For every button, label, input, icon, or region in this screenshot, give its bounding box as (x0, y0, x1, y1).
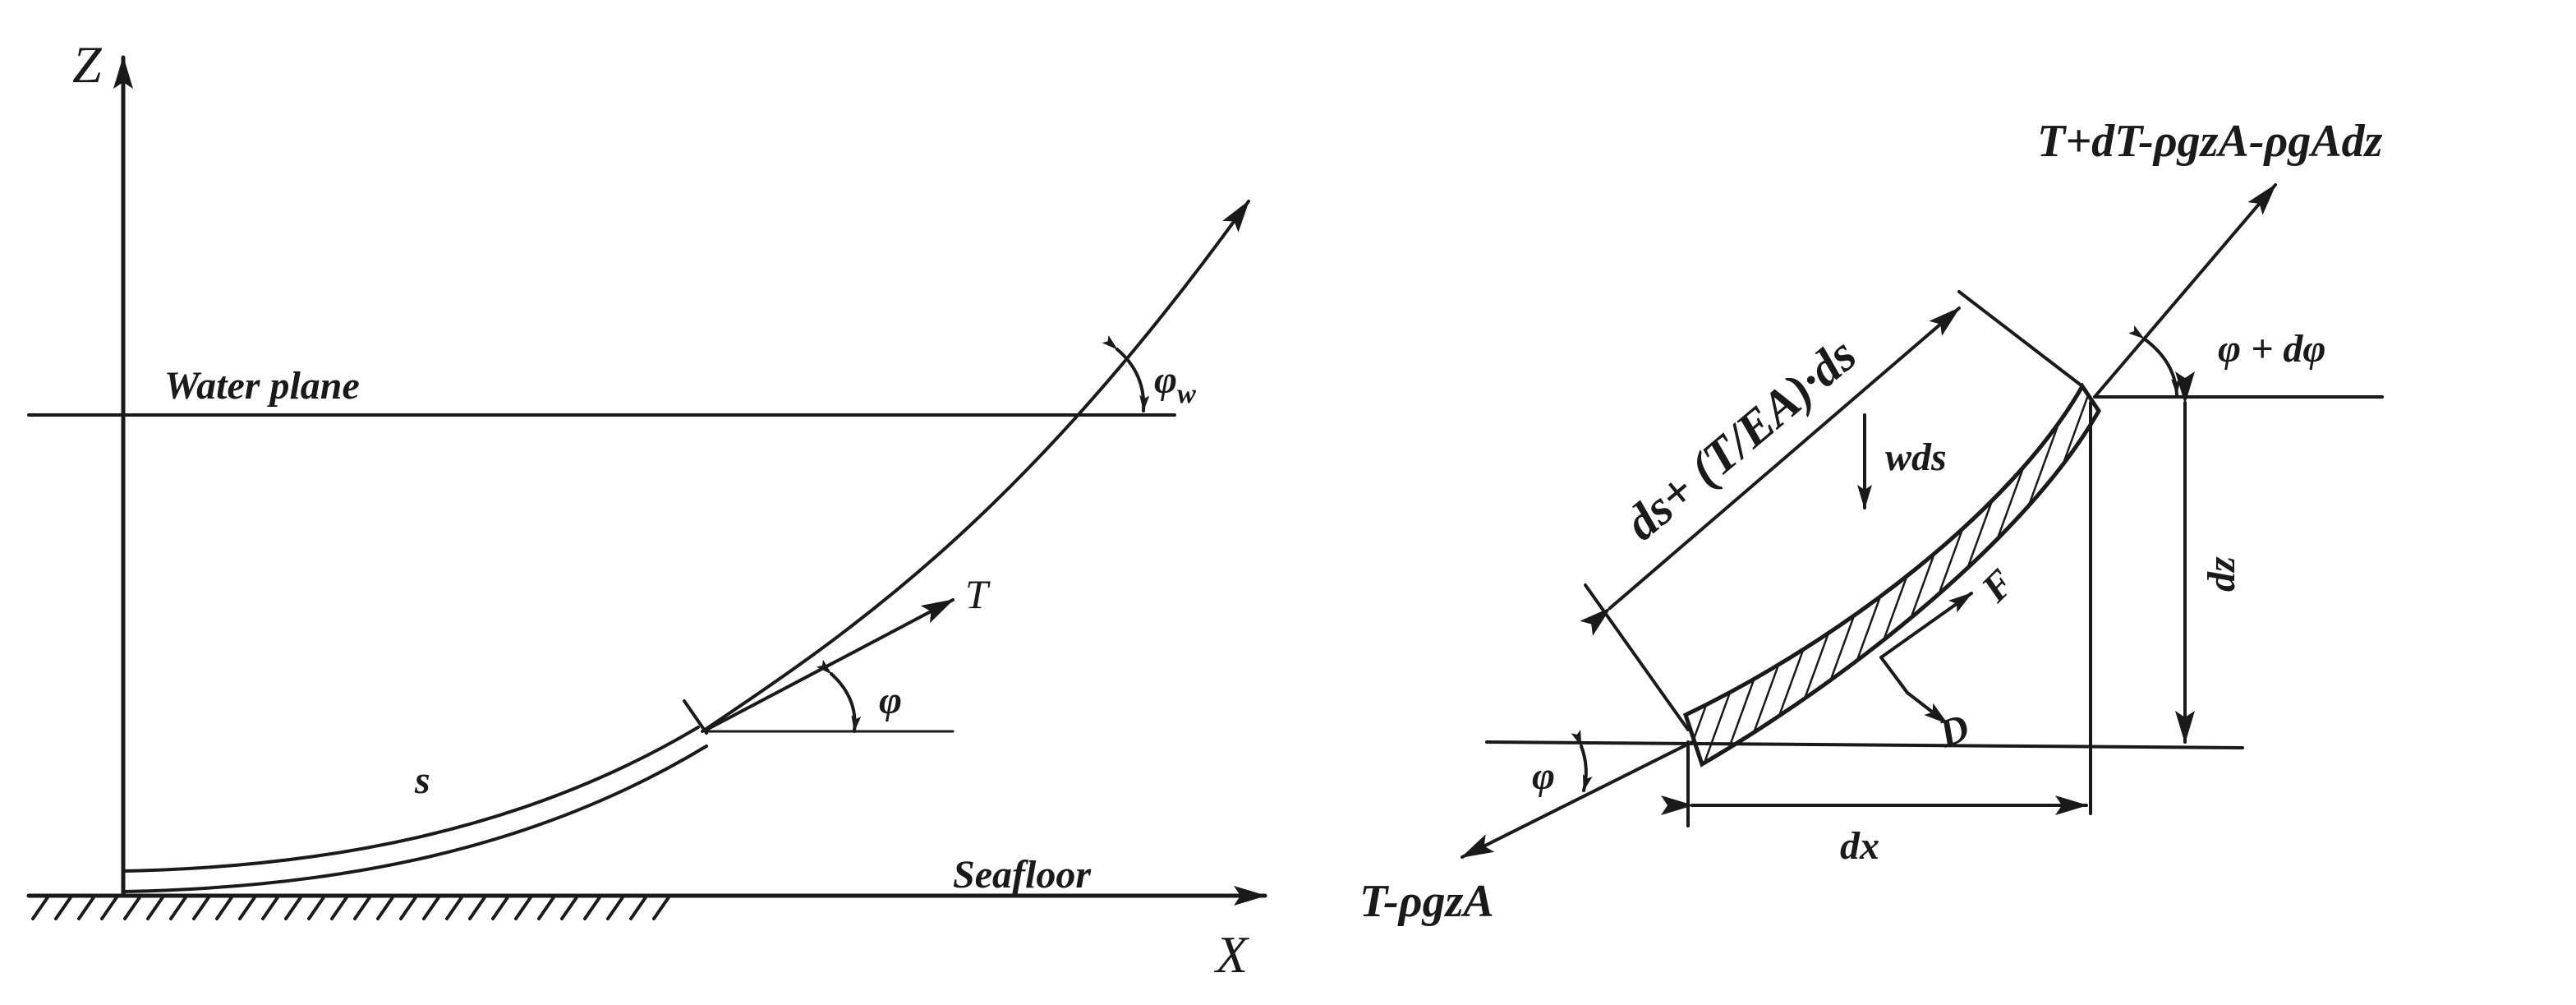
top-force-label: T+dT-ρgzA-ρgAdz (2037, 116, 2383, 167)
water-plane-label: Water plane (164, 364, 360, 408)
seafloor-hatch-mark (422, 896, 440, 920)
weight-label: wds (1885, 436, 1947, 479)
seafloor-hatch-mark (468, 896, 486, 920)
seafloor-hatch-mark (353, 896, 371, 920)
phi-angle-label: φ (879, 679, 902, 722)
seafloor-hatch-mark (491, 896, 509, 920)
seafloor-hatch-mark (307, 896, 325, 920)
seafloor-hatch-mark (261, 896, 279, 920)
top-angle-arc (2128, 325, 2182, 396)
seafloor-hatch-mark (54, 896, 72, 920)
seafloor-hatch-mark (192, 896, 210, 920)
seafloor-hatch-mark (606, 896, 624, 920)
seafloor-hatch-mark (77, 896, 95, 920)
bottom-angle-arc (1571, 730, 1593, 792)
arc-length-label: s (414, 758, 430, 802)
seafloor-hatch-mark (560, 896, 578, 920)
seafloor-hatch-mark (514, 896, 532, 920)
segment-boundary-tick (683, 699, 708, 735)
seafloor-hatch-mark (100, 896, 118, 920)
stretched-length-dimension (1580, 307, 1961, 636)
drag-force-label: D (1933, 706, 1976, 757)
phi-w-angle-label: φw (1154, 358, 1196, 409)
tension-label: T (965, 571, 991, 617)
seafloor-hatch-mark (238, 896, 256, 920)
seafloor-hatch-mark (376, 896, 394, 920)
stretched-length-label: ds+ (T/EA)·ds (1615, 327, 1866, 551)
tension-vector (705, 598, 954, 731)
seafloor-hatching (31, 896, 670, 920)
tangential-force-vector (1879, 592, 1973, 659)
left-diagram: Z Water plane X Seafloor s T φ φw (26, 35, 1267, 984)
mooring-line-upper-edge (122, 745, 708, 893)
phi-angle-arc (816, 659, 862, 733)
seafloor-hatch-mark (330, 896, 348, 920)
seafloor-hatch-mark (399, 896, 417, 920)
seafloor-label: Seafloor (953, 853, 1092, 897)
top-angle-label: φ + dφ (2218, 327, 2326, 371)
seafloor-hatch-mark (284, 896, 302, 920)
seafloor-hatch-mark (629, 896, 647, 920)
drag-force-vector (1879, 656, 1948, 725)
phi-w-angle-arc (1102, 335, 1150, 413)
stretched-length-ext-top (1957, 290, 2084, 388)
z-axis-label: Z (72, 35, 103, 94)
mooring-line-upper (701, 200, 1250, 733)
x-axis-label: X (1213, 925, 1250, 984)
seafloor-hatch-mark (445, 896, 463, 920)
right-diagram: T+dT-ρgzA-ρgAdz T-ρgzA ds+ (T/EA)·ds wds… (1359, 116, 2384, 927)
seafloor-hatch-mark (537, 896, 555, 920)
phi-w-symbol: φ (1154, 358, 1177, 402)
seafloor-hatch-mark (169, 896, 187, 920)
bottom-force-vector (1460, 740, 1694, 859)
seafloor-hatch-mark (31, 896, 49, 920)
stretched-length-ext-bottom (1584, 583, 1690, 731)
seafloor-hatch-mark (123, 896, 141, 920)
bottom-force-label: T-ρgzA (1359, 876, 1494, 927)
dz-label: dz (2200, 556, 2243, 592)
dx-label: dx (1840, 824, 1879, 868)
seafloor-hatch-mark (215, 896, 233, 920)
phi-w-subscript: w (1177, 379, 1196, 409)
bottom-angle-label: φ (1532, 754, 1555, 798)
bottom-horizontal-line (1485, 740, 2244, 749)
mooring-line-lower-edge (122, 726, 700, 873)
seafloor-hatch-mark (583, 896, 601, 920)
top-force-vector (2093, 183, 2277, 399)
seafloor-hatch-mark (652, 896, 670, 920)
seafloor-hatch-mark (146, 896, 164, 920)
tangential-force-label: F (1973, 561, 2023, 611)
